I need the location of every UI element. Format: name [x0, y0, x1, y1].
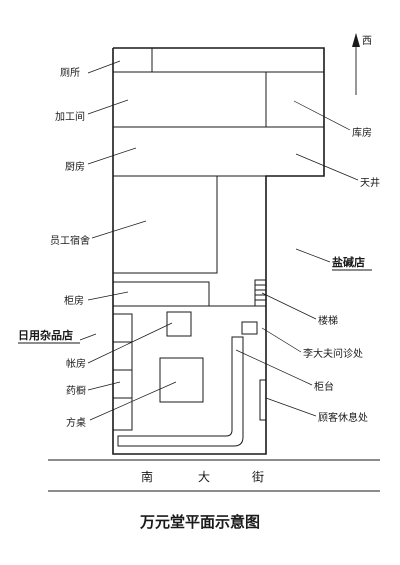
- label-stairs: 楼梯: [318, 314, 338, 327]
- orientation-label: 西: [362, 36, 372, 47]
- diagram-title: 万元堂平面示意图: [139, 513, 260, 531]
- label-square-table: 方桌: [66, 416, 86, 429]
- label-sundries-shop: 日用杂品店: [18, 328, 73, 342]
- south-street: 南 大 街: [48, 459, 380, 492]
- label-courtyard: 天井: [360, 176, 380, 189]
- label-salt-alkali-shop: 盐碱店: [332, 255, 365, 269]
- arrow-up-icon: [352, 33, 360, 47]
- label-counter: 柜台: [314, 380, 334, 393]
- label-medicine-cabinet: 药橱: [66, 384, 86, 397]
- label-workshop: 加工间: [55, 110, 85, 123]
- orientation-marker: 西: [352, 33, 372, 95]
- label-guest-lounge: 顾客休息处: [318, 411, 368, 424]
- label-staff-dorm: 员工宿舍: [50, 234, 90, 247]
- street-char-1: 南: [141, 469, 153, 484]
- label-storeroom: 库房: [352, 126, 372, 139]
- street-char-2: 大: [198, 470, 210, 484]
- front-counter: [117, 336, 244, 447]
- cabinet-room: [112, 281, 266, 307]
- building-outline: [112, 47, 325, 455]
- label-clinic: 李大夫问诊处: [303, 347, 363, 360]
- account-desk: [166, 311, 192, 337]
- stairs: [254, 279, 267, 307]
- clinic-desk: [241, 321, 258, 335]
- label-cabinet-room: 柜房: [64, 294, 84, 307]
- label-account-room: 帐房: [66, 357, 86, 370]
- square-table: [159, 357, 204, 403]
- guest-bench: [259, 379, 267, 421]
- label-kitchen: 厨房: [65, 160, 85, 173]
- back-rooms: [112, 48, 324, 274]
- street-char-3: 街: [252, 470, 264, 484]
- label-toilet: 厕所: [60, 67, 80, 79]
- medicine-cabinet: [112, 313, 133, 431]
